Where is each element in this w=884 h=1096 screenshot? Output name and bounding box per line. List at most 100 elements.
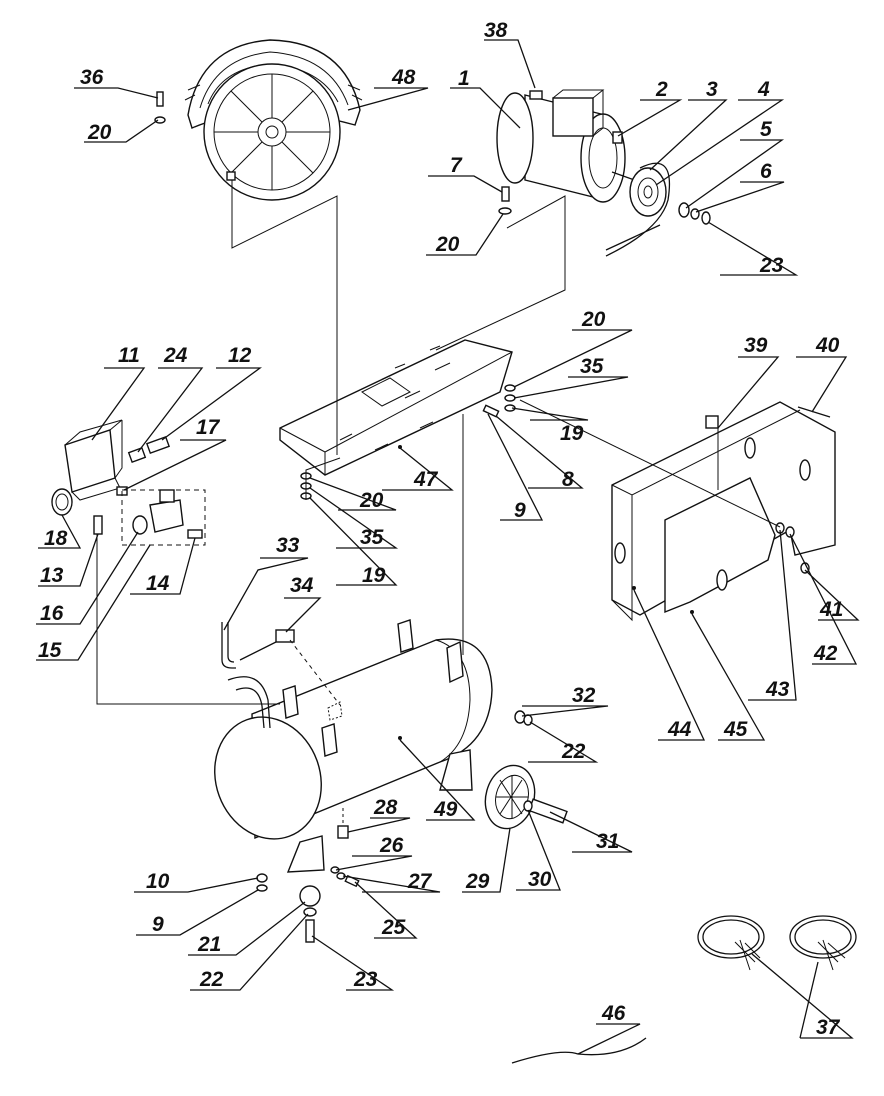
label-part-9-lower: 9 [152,913,164,936]
hose-coils-part-37 [697,915,857,971]
washer-part-22-upper [523,714,533,726]
washer-part-6 [690,208,700,220]
label-part-2: 2 [655,78,668,101]
label-part-18: 18 [44,527,68,550]
label-part-14: 14 [146,572,170,595]
label-part-20-right: 20 [581,308,606,331]
bolt-part-23-lower [305,919,315,943]
label-part-32: 32 [572,684,596,707]
label-part-44: 44 [667,718,692,741]
label-part-41: 41 [819,598,843,621]
part-number-labels: 38 1 2 3 4 5 6 23 7 20 36 20 48 20 35 19… [38,19,843,1039]
washer-part-5 [678,202,690,218]
washer-part-9-lower [256,884,268,892]
label-part-25: 25 [381,916,406,939]
label-part-23-top: 23 [759,254,784,277]
washer-part-20-pump [154,116,166,124]
washer-part-22-lower [303,907,317,917]
wheel-part-29 [484,764,536,830]
label-part-20-base: 20 [359,489,384,512]
regulator-part-14 [121,489,206,546]
label-part-47: 47 [413,468,439,491]
label-part-16: 16 [40,602,64,625]
label-part-35-right: 35 [580,355,604,378]
label-part-10: 10 [146,870,170,893]
label-part-19-right: 19 [560,422,584,445]
label-part-38: 38 [484,19,508,42]
label-part-46: 46 [601,1002,626,1025]
air-tank [214,619,493,873]
pressure-gauge-18 [51,488,73,516]
label-part-35-base: 35 [360,526,384,549]
label-part-23-lower: 23 [353,968,378,991]
label-part-4: 4 [757,78,770,101]
washer-part-20-right [504,384,516,392]
label-part-36: 36 [80,66,104,89]
bolt-part-23-top [701,211,711,225]
label-part-22-upper: 22 [561,740,586,763]
fitting-part-24 [127,447,147,463]
leader-lines [36,39,860,1055]
base-plate [279,339,513,476]
label-part-15: 15 [38,639,62,662]
foot-part-21 [299,885,321,907]
bolt-part-36 [156,91,164,107]
washer-part-35-right [504,394,516,402]
label-part-31: 31 [596,830,619,853]
hose-part-46 [511,1037,647,1064]
bolt-part-8 [482,404,500,418]
label-part-42: 42 [813,642,838,665]
label-part-5: 5 [760,118,772,141]
label-part-19-base: 19 [362,564,386,587]
label-part-29: 29 [465,870,490,893]
label-part-13: 13 [40,564,64,587]
label-part-8: 8 [562,468,574,491]
tube-part-33 [221,622,236,669]
label-part-22-lower: 22 [199,968,224,991]
label-part-9-top: 9 [514,499,526,522]
label-part-11: 11 [118,344,140,367]
label-part-27: 27 [407,870,433,893]
assembly-lines [96,180,781,705]
label-part-39: 39 [744,334,768,357]
nut-part-43 [785,526,795,538]
label-part-33: 33 [276,534,300,557]
bolt-part-7 [501,186,510,202]
label-part-45: 45 [723,718,748,741]
label-part-6: 6 [760,160,772,183]
label-part-20-pump: 20 [87,121,112,144]
label-part-17: 17 [196,416,221,439]
pump-head-assembly [184,39,363,201]
belt-guard [611,401,836,622]
label-part-28: 28 [373,796,398,819]
check-valve-part-34 [239,629,343,721]
label-part-40: 40 [815,334,840,357]
washer-part-20-motor [498,207,512,215]
drain-part-28 [337,825,349,839]
axle-part-31 [528,798,568,824]
safety-valve-13 [93,515,103,535]
label-part-49: 49 [433,798,458,821]
washer-part-30 [523,800,533,812]
label-part-24: 24 [163,344,188,367]
label-part-12: 12 [228,344,252,367]
label-part-1: 1 [458,67,470,90]
label-part-20-motor: 20 [435,233,460,256]
label-part-34: 34 [290,574,314,597]
label-part-43: 43 [765,678,790,701]
label-part-21: 21 [197,933,221,956]
rod-part-40 [797,406,831,418]
pressure-switch [64,419,123,501]
nut-part-10 [256,873,268,883]
motor-assembly [496,89,641,203]
valve-part-12 [145,435,171,455]
label-part-3: 3 [706,78,718,101]
label-part-30: 30 [528,868,552,891]
clip-part-39 [705,415,719,429]
label-part-7: 7 [450,154,463,177]
motor-pulley [605,162,671,257]
label-part-37: 37 [816,1016,841,1039]
label-part-26: 26 [379,834,404,857]
label-part-48: 48 [391,66,416,89]
